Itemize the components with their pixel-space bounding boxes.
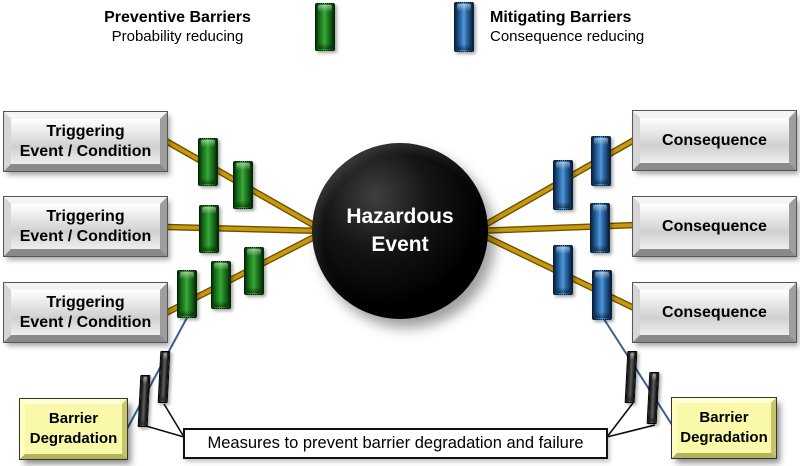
trigger-box-2-line1: Triggering [46,208,125,226]
preventive-barrier-4 [177,270,197,318]
degradation-links [126,313,677,432]
legend-mitigating-title: Mitigating Barriers [490,9,632,26]
legend-preventive-title: Preventive Barriers [104,9,251,26]
legend-mitigating-subtitle: Consequence reducing [490,28,645,45]
legend-preventive-subtitle: Probability reducing [111,28,244,45]
mitigating-barrier-2 [591,136,611,186]
barrier-degradation-left-line1: Barrier [48,409,99,427]
preventive-barrier-1 [198,138,218,186]
mitigating-barrier-4 [553,245,573,295]
mitigating-barrier-1 [553,160,573,210]
measures-box: Measures to prevent barrier degradation … [183,428,608,459]
consequence-box-1: Consequence [632,110,797,171]
hazardous-event-line1: Hazardous [346,204,454,228]
consequence-box-3-label: Consequence [662,303,767,321]
trigger-box-3: Triggering Event / Condition [3,282,168,343]
consequence-box-2: Consequence [632,196,797,257]
preventive-barrier-3 [199,205,219,253]
barrier-degradation-box-right: Barrier Degradation [671,397,777,459]
preventive-barrier-5 [211,261,231,309]
consequence-box-2-label: Consequence [662,217,767,235]
trigger-box-2-line2: Event / Condition [19,227,152,245]
trigger-box-1-line2: Event / Condition [19,142,152,160]
legend-preventive: Preventive Barriers Probability reducing [55,8,300,47]
trigger-box-3-line2: Event / Condition [19,313,152,331]
barrier-degradation-box-left: Barrier Degradation [19,398,128,460]
legend-mitigating: Mitigating Barriers Consequence reducing [490,8,760,47]
trigger-box-1: Triggering Event / Condition [3,111,168,172]
preventive-barrier-legend-icon [315,3,335,51]
barrier-degradation-right-line1: Barrier [699,408,749,426]
hazardous-event-line2: Event [371,233,429,256]
consequence-box-3: Consequence [632,282,797,343]
consequence-box-1-label: Consequence [662,131,767,149]
preventive-barrier-6 [244,247,264,295]
trigger-box-2: Triggering Event / Condition [3,196,168,257]
trigger-box-1-line1: Triggering [46,123,125,141]
barrier-degradation-left-line2: Degradation [29,430,118,447]
trigger-box-3-line1: Triggering [46,294,125,312]
measure-links [145,402,656,438]
barrier-degradation-right-line2: Degradation [680,429,768,446]
mitigating-barrier-3 [590,203,610,253]
mitigating-barrier-5 [592,270,612,320]
mitigating-barrier-legend-icon [454,2,474,52]
hazardous-event-circle: Hazardous Event [312,143,488,319]
preventive-barrier-2 [233,161,253,209]
measures-label: Measures to prevent barrier degradation … [207,434,584,452]
